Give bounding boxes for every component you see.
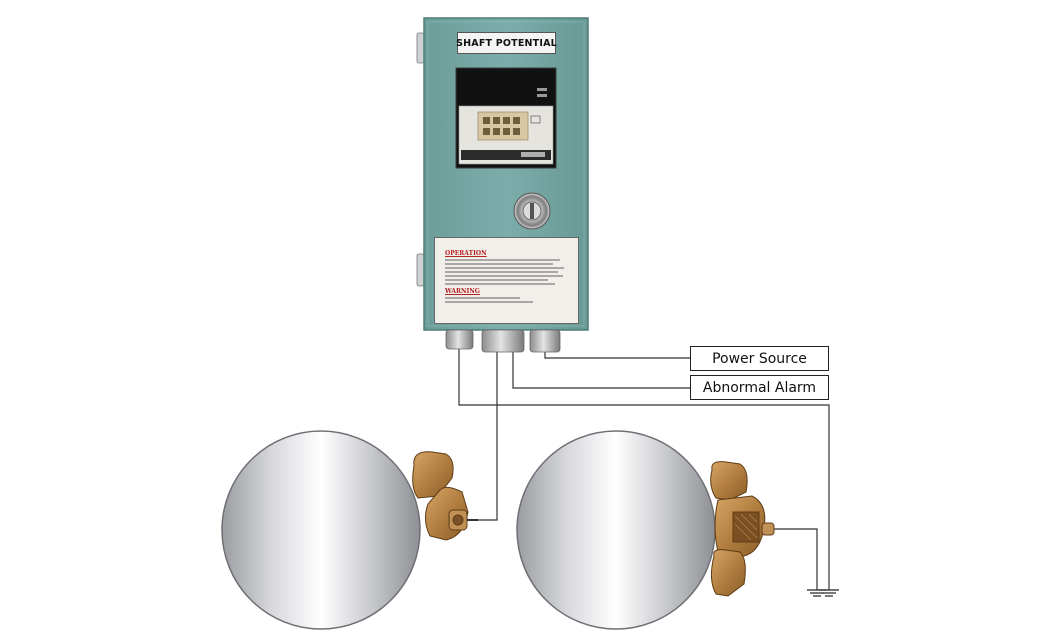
warning-heading: WARNING <box>445 288 480 295</box>
instruction-text-line <box>445 267 564 269</box>
shaft-right-icon <box>516 430 716 630</box>
shaft-left-icon <box>221 430 421 630</box>
instruction-text-line <box>445 283 555 285</box>
warning-text-line <box>445 301 533 303</box>
panel-title-plate: SHAFT POTENTIAL <box>456 32 557 54</box>
instruction-text-line <box>445 275 563 277</box>
cable-gland-icon <box>445 329 474 350</box>
wire-abnormal-alarm <box>512 350 690 389</box>
power-source-label: Power Source <box>690 346 829 371</box>
instruction-text-line <box>445 271 558 273</box>
hinge-icon <box>416 253 425 287</box>
panel-title: SHAFT POTENTIAL <box>456 37 557 49</box>
abnormal-alarm-label: Abnormal Alarm <box>690 375 829 400</box>
wiring <box>458 349 830 590</box>
cable-gland-icon <box>481 329 525 353</box>
instruction-text-line <box>445 279 548 281</box>
wire-brush-right <box>772 528 818 590</box>
operation-heading: OPERATION <box>445 250 487 257</box>
wire-ground-loop <box>458 349 830 590</box>
abnormal-alarm-text: Abnormal Alarm <box>702 379 817 396</box>
brush-holder-right-icon <box>710 461 775 597</box>
brush-holder-left-icon <box>412 451 478 541</box>
wire-power-source <box>544 352 690 359</box>
cable-gland-icon <box>529 329 561 353</box>
wire-brush-left <box>478 352 498 521</box>
hinge-icon <box>416 32 425 64</box>
meter-display-icon <box>455 67 557 169</box>
ground-icon <box>819 589 839 597</box>
instruction-text-line <box>445 263 553 265</box>
key-switch-icon <box>513 192 551 230</box>
instruction-text-line <box>445 259 560 261</box>
power-source-text: Power Source <box>712 350 807 367</box>
warning-text-line <box>445 297 520 299</box>
operation-instruction-plate: OPERATION WARNING <box>434 237 579 324</box>
